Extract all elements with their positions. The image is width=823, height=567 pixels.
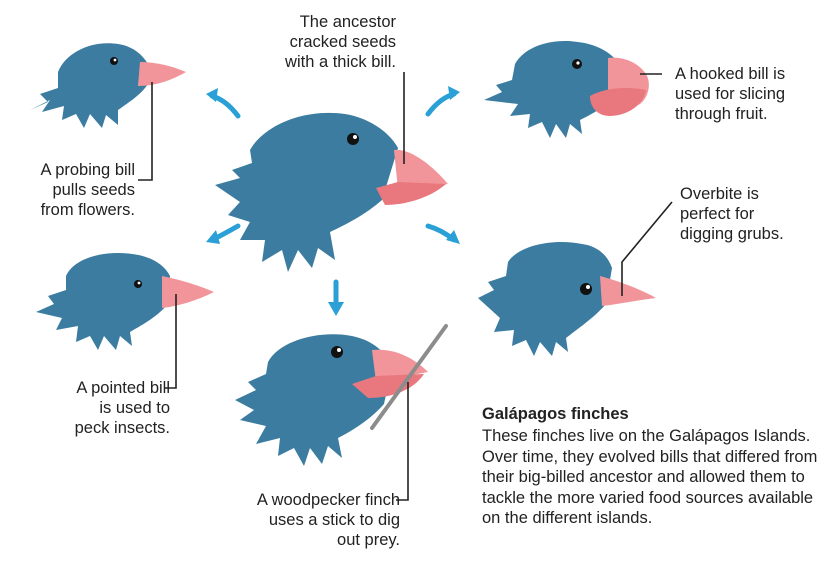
pointed-bill-label: A pointed bill is used to peck insects. <box>10 378 170 438</box>
probing-finch-icon <box>30 43 186 128</box>
probing-bill-label: A probing bill pulls seeds from flowers. <box>2 160 135 220</box>
overbite-label: Overbite is perfect for digging grubs. <box>680 184 823 244</box>
arrow-up-right-icon <box>428 86 460 114</box>
arrow-down-left-icon <box>206 226 238 244</box>
arrow-down-icon <box>328 282 344 316</box>
hooked-bill-label: A hooked bill is used for slicing throug… <box>675 64 823 124</box>
woodpecker-label: A woodpecker finch uses a stick to dig o… <box>210 490 400 550</box>
info-title: Galápagos finches <box>482 404 629 424</box>
arrow-down-right-icon <box>428 226 460 244</box>
arrow-up-left-icon <box>206 88 238 116</box>
ancestor-finch-icon <box>215 113 448 272</box>
info-body: These finches live on the Galápagos Isla… <box>482 426 823 529</box>
ancestor-label: The ancestor cracked seeds with a thick … <box>224 12 396 72</box>
pointed-finch-icon <box>36 253 214 350</box>
overbite-finch-icon <box>478 242 656 356</box>
hooked-finch-icon <box>484 41 649 138</box>
woodpecker-finch-icon <box>235 326 446 466</box>
